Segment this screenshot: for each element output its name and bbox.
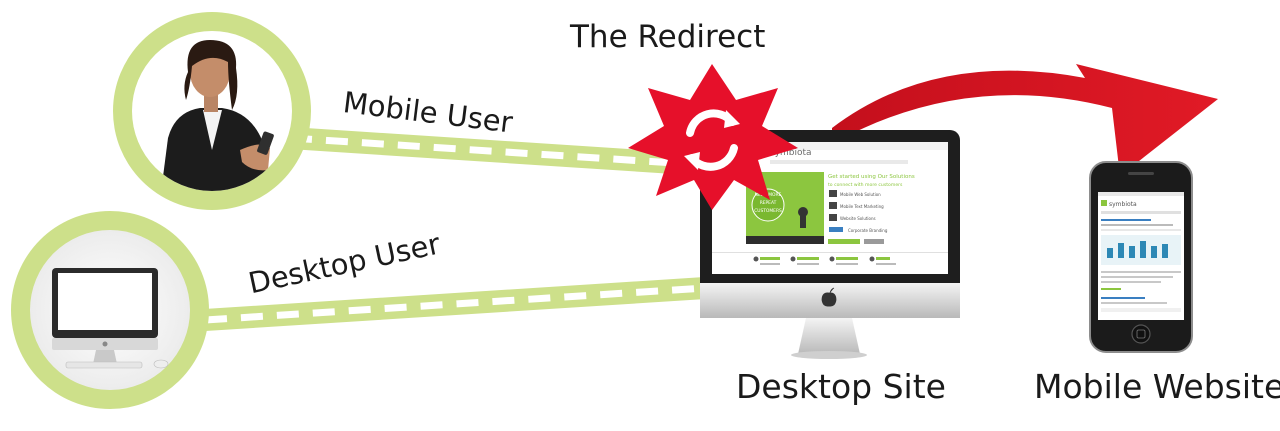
redirect-label: The Redirect — [570, 19, 766, 55]
desktop-computer-icon — [52, 268, 169, 369]
service-item-2: Mobile Text Marketing — [840, 204, 884, 209]
redirect-curved-arrow — [832, 64, 1218, 176]
desktop-site-screen: symbiota Get started using Our Solutions… — [712, 142, 948, 265]
desktop-brand: symbiota — [770, 148, 812, 158]
desktop-site-label: Desktop Site — [736, 367, 946, 406]
phone-brand: symbiota — [1109, 201, 1137, 208]
desktop-headline: Get started using Our Solutions — [828, 174, 915, 180]
businesswoman-photo — [160, 40, 274, 191]
service-item-3: Website Solutions — [840, 216, 876, 221]
service-item-4: Corporate Branding — [848, 228, 888, 233]
redirect-starburst — [628, 64, 798, 210]
video-badge-line-2: REPEAT — [760, 200, 777, 206]
mobile-website-screen: symbiota — [1098, 192, 1184, 312]
desktop-user-connection-line — [204, 277, 706, 331]
desktop-subline: to connect with more customers — [828, 182, 903, 188]
mobile-website-label: Mobile Website — [1034, 367, 1280, 406]
service-item-1: Mobile Web Solution — [840, 192, 881, 197]
apple-logo — [821, 287, 837, 307]
mobile-user-connection-line — [289, 127, 706, 176]
video-badge-line-3: CUSTOMERS — [754, 208, 782, 214]
